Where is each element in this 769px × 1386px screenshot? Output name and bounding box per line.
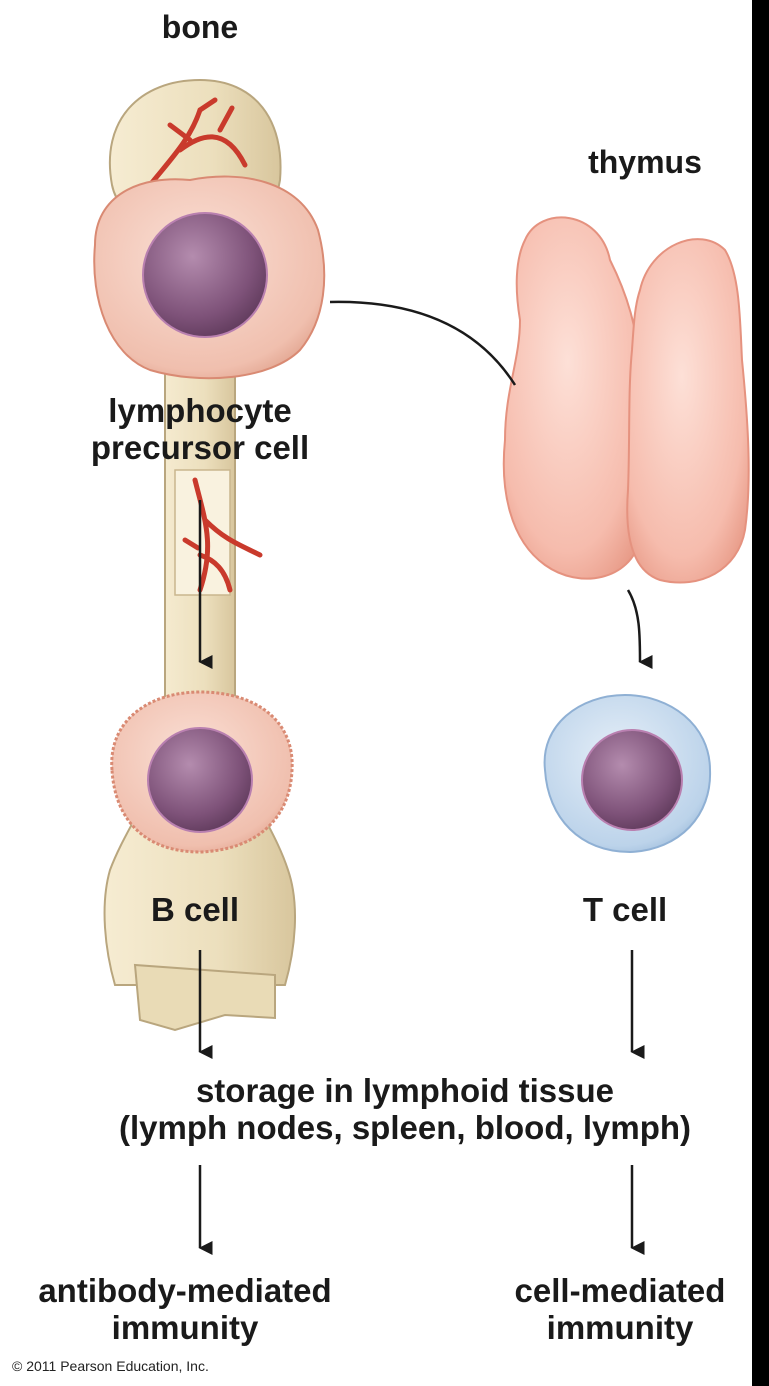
cell-mediated-immunity-label: cell-mediated immunity: [470, 1273, 769, 1347]
b-cell: [112, 692, 292, 852]
t-cell-nucleus: [582, 730, 682, 830]
thymus-illustration: [504, 217, 749, 582]
b-cell-label: B cell: [100, 892, 290, 929]
antibody-immunity-label: antibody-mediated immunity: [0, 1273, 370, 1347]
precursor-cell-label: lymphocyte precursor cell: [40, 393, 360, 467]
thymus-left-lobe: [504, 217, 646, 578]
thymus-to-t-cell-arrow: [628, 590, 640, 662]
thymus-label: thymus: [545, 145, 745, 181]
thymus-right-lobe: [627, 239, 748, 582]
precursor-nucleus: [143, 213, 267, 337]
bone-condyles: [135, 965, 275, 1030]
t-cell: [545, 695, 711, 852]
precursor-to-thymus-connector: [330, 302, 515, 385]
bone-label: bone: [120, 10, 280, 46]
b-cell-nucleus: [148, 728, 252, 832]
lymphocyte-precursor-cell: [94, 177, 324, 379]
copyright-notice: © 2011 Pearson Education, Inc.: [12, 1358, 209, 1374]
t-cell-label: T cell: [530, 892, 720, 929]
storage-label: storage in lymphoid tissue (lymph nodes,…: [60, 1073, 750, 1147]
